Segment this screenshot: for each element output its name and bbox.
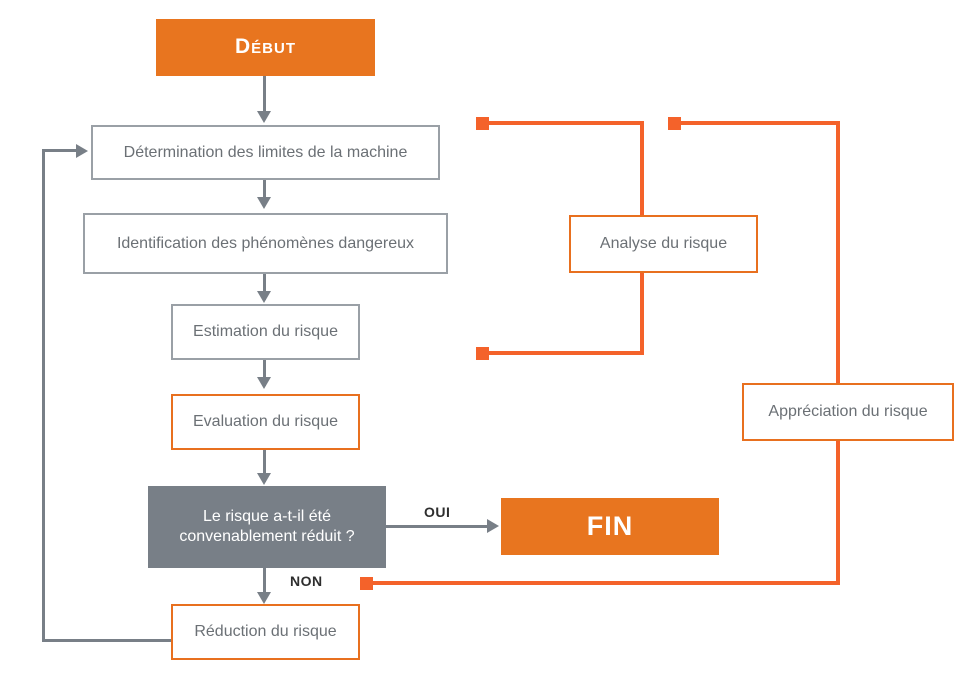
arrowhead-limits-to-hazards (257, 197, 271, 209)
node-risk-estimation-label: Estimation du risque (193, 323, 338, 340)
connector-decision-to-end (386, 525, 491, 528)
edge-label-yes: OUI (424, 504, 451, 520)
node-risk-evaluation-label: Evaluation du risque (193, 413, 338, 430)
appreciation-bracket-vertical (836, 121, 840, 585)
arrowhead-evaluation-to-decision (257, 473, 271, 485)
appreciation-bracket-marker-bottom (360, 577, 373, 590)
node-risk-analysis[interactable]: Analyse du risque (569, 215, 758, 273)
node-start-label: Début (235, 35, 296, 59)
connector-decision-to-reduction (263, 568, 266, 600)
connector-limits-to-hazards (263, 180, 266, 205)
arrowhead-decision-to-end (487, 519, 499, 533)
appreciation-bracket-top (673, 121, 840, 125)
analysis-bracket-marker-top (476, 117, 489, 130)
node-risk-reduction-label: Réduction du risque (194, 623, 337, 640)
analysis-bracket-bottom (481, 351, 644, 355)
node-risk-analysis-label: Analyse du risque (599, 235, 728, 252)
connector-hazards-to-estimation (263, 274, 266, 300)
connector-start-to-limits (263, 76, 266, 113)
arrowhead-estimation-to-evaluation (257, 377, 271, 389)
node-decision-risk-reduced-label: Le risque a-t-il été convenablement rédu… (179, 508, 355, 545)
node-risk-reduction[interactable]: Réduction du risque (171, 604, 360, 660)
connector-evaluation-to-decision (263, 450, 266, 482)
feedback-loop-horizontal-top (42, 149, 78, 152)
node-hazard-identification[interactable]: Identification des phénomènes dangereux (83, 213, 448, 274)
arrowhead-hazards-to-estimation (257, 291, 271, 303)
edge-label-no: NON (290, 573, 323, 589)
node-risk-appreciation[interactable]: Appréciation du risque (742, 383, 954, 441)
connector-estimation-to-evaluation (263, 360, 266, 386)
node-risk-appreciation-label: Appréciation du risque (768, 403, 928, 420)
node-end-label: FIN (586, 510, 634, 541)
arrowhead-feedback-to-limits (76, 144, 88, 158)
node-risk-evaluation[interactable]: Evaluation du risque (171, 394, 360, 450)
node-end[interactable]: FIN (501, 498, 719, 555)
feedback-loop-vertical-left (42, 149, 45, 642)
arrowhead-start-to-limits (257, 111, 271, 123)
appreciation-bracket-bottom (365, 581, 840, 585)
node-start[interactable]: Début (156, 19, 375, 76)
node-risk-estimation[interactable]: Estimation du risque (171, 304, 360, 360)
analysis-bracket-top (481, 121, 644, 125)
node-hazard-identification-label: Identification des phénomènes dangereux (116, 234, 415, 252)
node-determination-limits[interactable]: Détermination des limites de la machine (91, 125, 440, 180)
feedback-loop-horizontal-bottom (42, 639, 172, 642)
node-decision-risk-reduced[interactable]: Le risque a-t-il été convenablement rédu… (148, 486, 386, 568)
appreciation-bracket-marker-top (668, 117, 681, 130)
node-determination-limits-label: Détermination des limites de la machine (123, 143, 408, 161)
arrowhead-decision-to-reduction (257, 592, 271, 604)
analysis-bracket-marker-bottom (476, 347, 489, 360)
